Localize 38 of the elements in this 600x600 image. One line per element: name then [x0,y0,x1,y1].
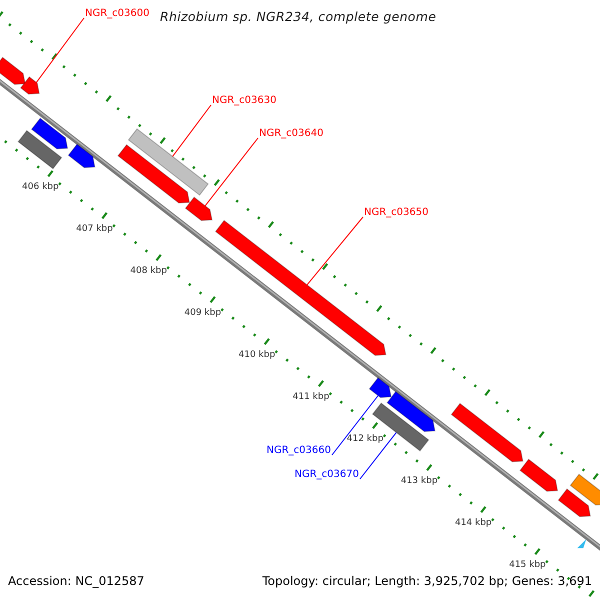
scale-label: 412 kbp [346,435,384,444]
leader-line [360,432,397,480]
gene-label: NGR_c03670 [294,470,359,480]
scale-label: 408 kbp [130,267,167,276]
gene-feature [117,144,190,204]
gene-feature [558,488,591,518]
gene-feature [68,144,96,168]
scale-label: 407 kbp [76,225,113,234]
gene-feature [30,118,68,150]
scale-label: 406 kbp [22,183,59,192]
scale-label: 415 kbp [509,561,546,570]
genome-summary: Topology: circular; Length: 3,925,702 bp; Genes: 3,691 [262,575,592,587]
gene-feature [128,128,209,196]
gene-label: NGR_c03640 [259,129,324,139]
gene-feature [20,76,40,95]
leader-line [306,216,364,286]
gene-feature [386,390,436,432]
gene-label: NGR_c03660 [266,446,331,456]
gene-feature [368,377,392,398]
scale-label: 411 kbp [292,393,330,402]
accession-note: Accession: NC_012587 [8,575,144,587]
scale-label: 413 kbp [400,477,438,486]
leader-line [172,104,212,157]
gene-feature [519,458,558,492]
scale-label: 410 kbp [238,351,276,360]
gene-label: NGR_c03600 [85,9,150,19]
title: Rhizobium sp. NGR234, complete genome [160,11,436,24]
gene-feature [18,130,62,170]
gene-label: NGR_c03650 [364,208,428,218]
gene-feature [450,402,524,462]
gene-feature [570,474,600,506]
leader-line [204,138,258,206]
leader-line [332,395,379,456]
scale-label: 414 kbp [454,519,492,528]
gene-label: NGR_c03630 [212,96,276,106]
scale-label: 409 kbp [184,309,222,318]
gene-feature [0,56,26,85]
leader-line [36,18,84,83]
